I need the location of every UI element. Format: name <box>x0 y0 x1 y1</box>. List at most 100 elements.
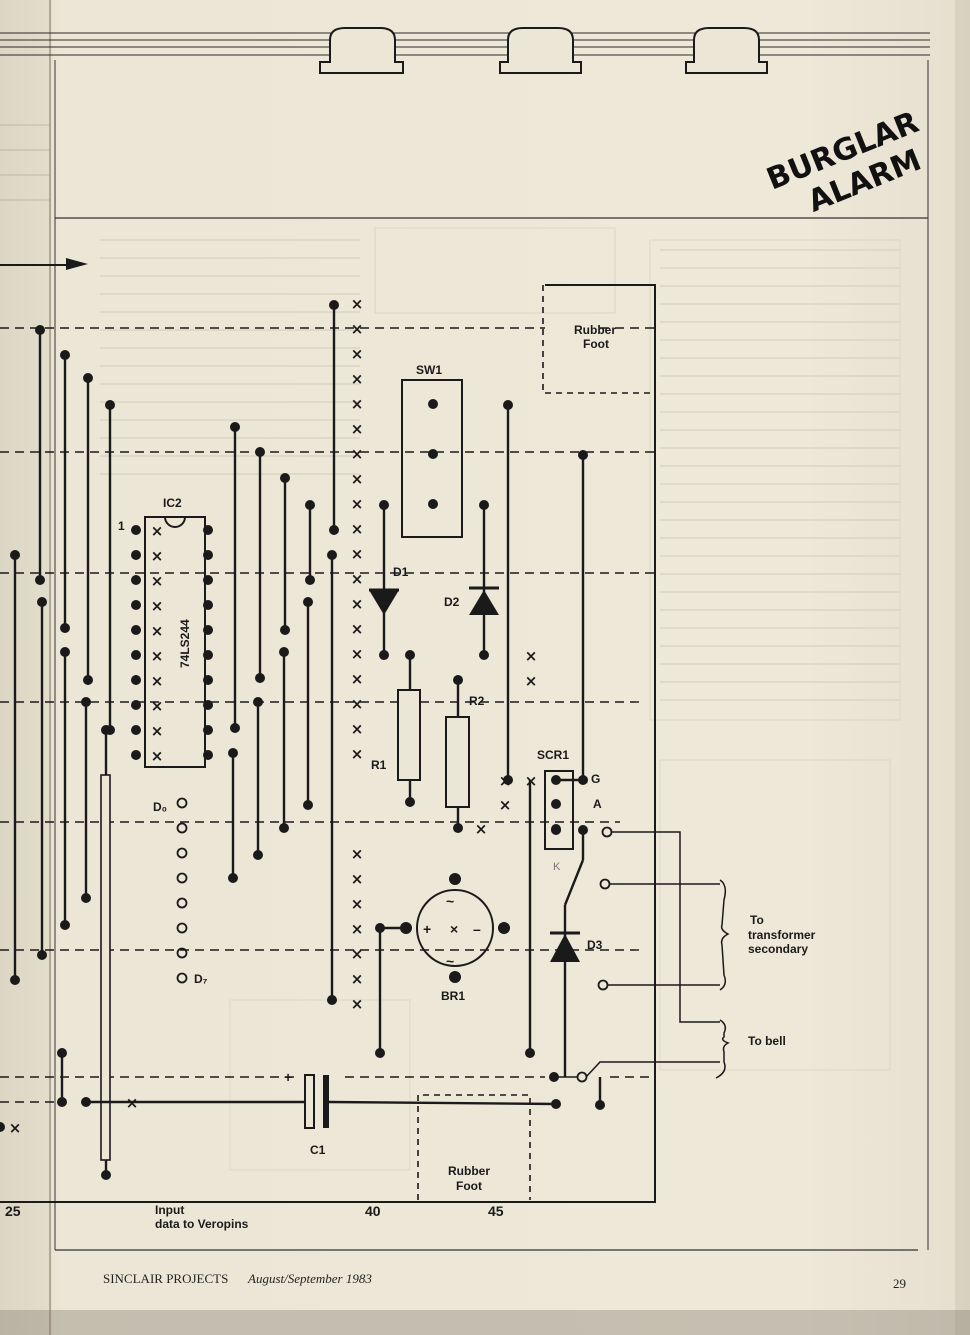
rubber-foot-top-label-1: Rubber <box>574 323 616 337</box>
br1-bridge-rectifier: ~ ~ + × – <box>380 873 510 983</box>
column-25-label: 25 <box>5 1203 21 1219</box>
c1-plus-label: + <box>284 1069 292 1085</box>
r1-resistor <box>397 689 421 781</box>
svg-text:×: × <box>351 495 364 513</box>
svg-text:×: × <box>475 820 488 838</box>
scr1-gate-label: G <box>591 772 600 786</box>
transformer-label-1: To <box>750 913 764 927</box>
column-45-label: 45 <box>488 1203 504 1219</box>
column-40-label: 40 <box>365 1203 381 1219</box>
binder-clip-icons <box>319 27 768 74</box>
svg-text:×: × <box>151 547 164 565</box>
bleed-through-texture <box>100 227 901 1171</box>
svg-text:×: × <box>351 545 364 563</box>
svg-text:×: × <box>351 670 364 688</box>
r2-label: R2 <box>469 694 485 708</box>
r2-resistor <box>445 716 470 808</box>
svg-text:×: × <box>351 945 364 963</box>
d1-diode-icon <box>369 588 399 615</box>
svg-text:×: × <box>151 647 164 665</box>
pin1-label: 1 <box>118 519 125 533</box>
left-edge-grid <box>0 124 70 266</box>
footer-issue-date: August/September 1983 <box>247 1271 372 1286</box>
r1-label: R1 <box>371 758 387 772</box>
svg-text:×: × <box>351 970 364 988</box>
d2-diode-icon <box>469 586 499 615</box>
svg-text:×: × <box>450 921 458 937</box>
solder-points <box>0 300 605 1180</box>
svg-text:×: × <box>151 522 164 540</box>
page-edge <box>955 0 970 1335</box>
footer-magazine-name: SINCLAIR PROJECTS <box>103 1271 228 1286</box>
ic2-label: IC2 <box>163 496 182 510</box>
svg-text:×: × <box>151 572 164 590</box>
header-rules <box>0 32 930 56</box>
br1-label: BR1 <box>441 989 465 1003</box>
c1-capacitor <box>86 1074 557 1129</box>
svg-text:×: × <box>351 395 364 413</box>
track-break-column: × × × × × × × × × × × × × × × × × × × × × × × × × × × × ×… <box>9 295 538 1137</box>
svg-text:×: × <box>151 597 164 615</box>
scr1-thyristor <box>544 770 585 906</box>
svg-text:×: × <box>151 747 164 765</box>
d3-label: D3 <box>587 938 603 952</box>
rubber-foot-bottom-label-2: Foot <box>456 1179 482 1193</box>
input-label-2: data to Veropins <box>155 1217 249 1231</box>
d7-label: D₇ <box>194 972 208 986</box>
veroboard-outline <box>0 284 656 1203</box>
svg-text:×: × <box>351 320 364 338</box>
svg-text:×: × <box>525 772 538 790</box>
sw1-switch <box>401 379 463 538</box>
wire-links <box>13 305 602 1105</box>
svg-text:~: ~ <box>446 953 454 969</box>
bottom-shadow <box>0 1310 970 1335</box>
svg-text:×: × <box>351 870 364 888</box>
svg-text:×: × <box>351 745 364 763</box>
svg-text:×: × <box>351 570 364 588</box>
page-fold-shadow <box>0 0 52 1335</box>
svg-text:×: × <box>351 295 364 313</box>
rubber-foot-bottom-label-1: Rubber <box>448 1164 490 1178</box>
svg-text:+: + <box>423 921 431 937</box>
d0-label: D₀ <box>153 800 167 814</box>
c1-label: C1 <box>310 1143 326 1157</box>
svg-text:×: × <box>499 772 512 790</box>
bell-label: To bell <box>748 1034 786 1048</box>
svg-text:×: × <box>351 595 364 613</box>
svg-text:×: × <box>351 370 364 388</box>
svg-text:×: × <box>351 420 364 438</box>
dashed-track-lines <box>0 327 655 1103</box>
rubber-foot-top-outline <box>542 285 655 394</box>
svg-text:–: – <box>473 921 481 937</box>
svg-text:×: × <box>499 796 512 814</box>
ic2-chip: ××× ××× ××× × 74LS244 <box>131 516 213 768</box>
svg-text:×: × <box>351 445 364 463</box>
svg-text:×: × <box>351 620 364 638</box>
output-terminals <box>576 826 613 1083</box>
svg-text:×: × <box>351 845 364 863</box>
scr1-anode-label: A <box>593 797 602 811</box>
svg-text:×: × <box>351 720 364 738</box>
input-label-1: Input <box>155 1203 184 1217</box>
d3-diode-icon <box>550 931 580 962</box>
svg-text:~: ~ <box>446 893 454 909</box>
svg-text:×: × <box>351 920 364 938</box>
d2-label: D2 <box>444 595 460 609</box>
burglar-alarm-logo: BURGLAR ALARM <box>762 105 926 220</box>
svg-text:×: × <box>351 345 364 363</box>
svg-text:×: × <box>351 645 364 663</box>
rubber-foot-bottom-outline <box>417 1094 531 1200</box>
rubber-foot-top-label-2: Foot <box>583 337 609 351</box>
svg-text:×: × <box>351 695 364 713</box>
d1-label: D1 <box>393 565 409 579</box>
svg-text:×: × <box>525 672 538 690</box>
transformer-label-3: secondary <box>748 942 808 956</box>
svg-text:×: × <box>351 895 364 913</box>
footer-page-number: 29 <box>893 1276 906 1291</box>
ic2-part-number: 74LS244 <box>178 619 192 668</box>
svg-text:×: × <box>151 622 164 640</box>
svg-text:×: × <box>151 672 164 690</box>
svg-text:×: × <box>351 520 364 538</box>
